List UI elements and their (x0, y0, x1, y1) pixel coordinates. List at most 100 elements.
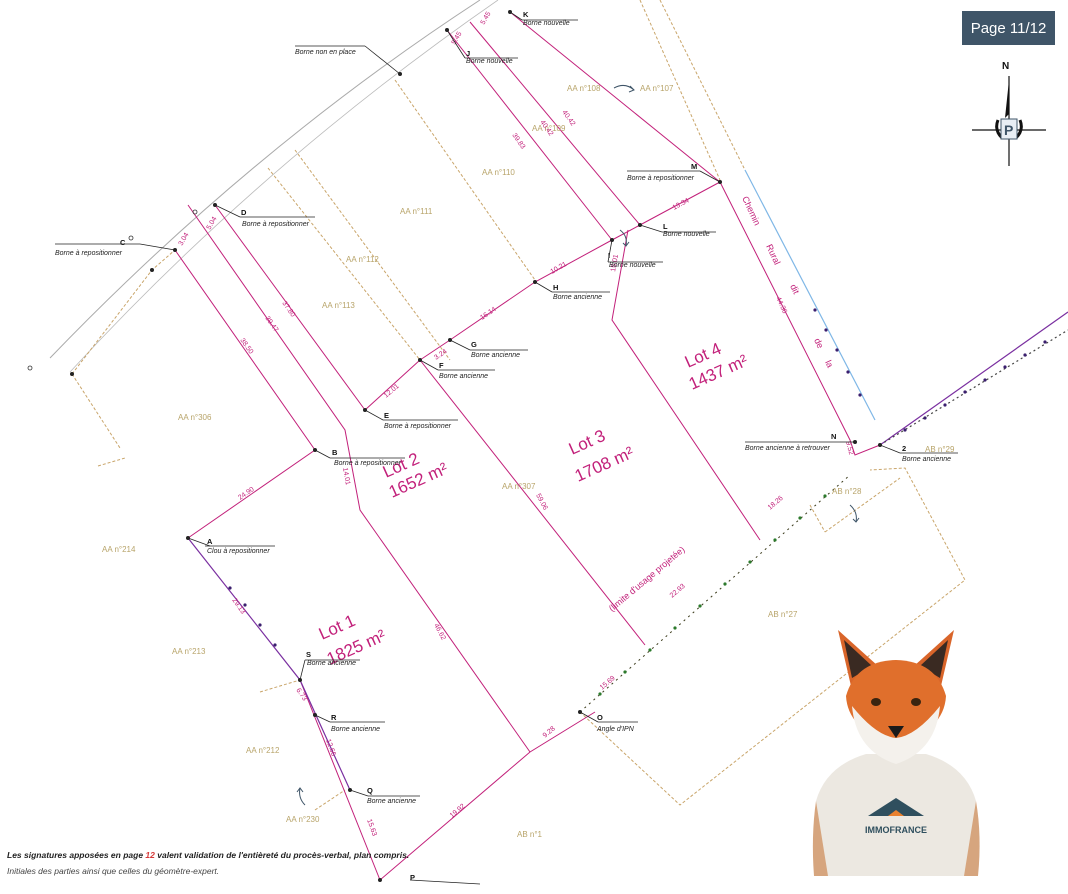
svg-text:B: B (332, 448, 338, 457)
svg-text:Borne ancienne: Borne ancienne (367, 798, 416, 805)
north-label: N (1002, 61, 1010, 72)
svg-text:O: O (597, 713, 603, 722)
svg-text:I: I (608, 251, 610, 260)
svg-text:Borne à repositionner: Borne à repositionner (384, 423, 452, 430)
footer-text: Les signatures apposées en page (7, 850, 146, 860)
svg-text:Borne nouvelle: Borne nouvelle (663, 231, 710, 238)
svg-text:6.73: 6.73 (294, 687, 308, 702)
svg-text:29.13: 29.13 (230, 597, 246, 615)
point-markers (70, 10, 882, 882)
parcel-label: AA n°107 (640, 84, 674, 93)
svg-text:13.34: 13.34 (672, 197, 691, 211)
footer-page-ref: 12 (145, 850, 155, 860)
boundary-dots (228, 308, 1047, 647)
svg-text:16.14: 16.14 (479, 306, 498, 322)
signature-note: Les signatures apposées en page 12 valen… (7, 850, 409, 860)
svg-text:9.52: 9.52 (844, 441, 854, 456)
svg-text:C: C (120, 238, 126, 247)
svg-text:3.04: 3.04 (178, 232, 191, 247)
point-letters: A B C D E F G H I J K L M N O P Q R S 2 (120, 10, 906, 882)
parcel-label: AA n°213 (172, 647, 206, 656)
lot-lines (174, 11, 881, 881)
svg-text:19.92: 19.92 (449, 803, 467, 820)
svg-text:39.47: 39.47 (263, 315, 279, 333)
svg-text:D: D (241, 208, 247, 217)
svg-text:Q: Q (367, 786, 373, 795)
svg-text:de: de (812, 337, 825, 350)
parcel-label: AA n°214 (102, 545, 136, 554)
svg-text:Borne nouvelle: Borne nouvelle (523, 20, 570, 27)
svg-text:L: L (663, 222, 668, 231)
svg-text:Borne à repositionner: Borne à repositionner (242, 221, 310, 228)
svg-text:24.90: 24.90 (237, 486, 256, 502)
parcel-label: AA n°110 (482, 168, 515, 177)
limite-dots (598, 494, 827, 696)
svg-text:5.04: 5.04 (206, 216, 219, 231)
svg-text:44.36: 44.36 (774, 296, 788, 315)
svg-text:18.26: 18.26 (767, 495, 785, 512)
svg-text:Borne ancienne: Borne ancienne (471, 352, 520, 359)
svg-text:S: S (306, 650, 311, 659)
svg-text:37.80: 37.80 (280, 300, 296, 318)
svg-text:H: H (553, 283, 558, 292)
svg-text:F: F (439, 361, 444, 370)
svg-text:G: G (471, 340, 477, 349)
road-name: Chemin Rural dit de la (740, 195, 835, 370)
svg-text:15.63: 15.63 (365, 818, 378, 837)
svg-text:Chemin: Chemin (740, 195, 762, 227)
parcel-label: AA n°112 (346, 255, 379, 264)
svg-text:R: R (331, 713, 337, 722)
svg-text:Borne à repositionner: Borne à repositionner (55, 250, 123, 257)
svg-text:M: M (691, 162, 697, 171)
road-edge-line (49, 0, 481, 359)
svg-text:22.93: 22.93 (669, 583, 687, 600)
compass-icon: N P (968, 58, 1050, 170)
arrow-icon (296, 84, 860, 806)
parcel-labels: AA n°306 AA n°214 AA n°213 AA n°212 AA n… (102, 84, 955, 839)
parcel-label: AB n°1 (517, 830, 543, 839)
svg-text:E: E (384, 411, 389, 420)
svg-text:Borne ancienne à retrouver: Borne ancienne à retrouver (745, 445, 830, 452)
svg-text:2: 2 (902, 444, 906, 453)
svg-text:Borne à repositionner: Borne à repositionner (334, 460, 402, 467)
fox-mascot-image: IMMOFRANCE (812, 630, 980, 876)
point-labels: Clou à repositionner Borne à repositionn… (55, 20, 951, 805)
parcel-label: AA n°109 (532, 124, 566, 133)
svg-text:Borne ancienne: Borne ancienne (902, 456, 951, 463)
svg-text:N: N (831, 432, 836, 441)
svg-text:10.21: 10.21 (550, 261, 569, 276)
svg-text:14.01: 14.01 (341, 467, 351, 486)
parcel-label: AA n°307 (502, 482, 536, 491)
svg-text:Borne nouvelle: Borne nouvelle (466, 58, 513, 65)
dimension-labels: 3.04 5.04 5.45 5.45 38.50 39.47 37.80 24… (178, 11, 855, 838)
svg-text:Angle d'IPN: Angle d'IPN (596, 726, 635, 733)
svg-text:Rural: Rural (764, 243, 782, 267)
parcel-label: AA n°111 (400, 207, 433, 216)
svg-text:A: A (207, 537, 213, 546)
svg-text:Clou à repositionner: Clou à repositionner (207, 548, 270, 555)
svg-text:la: la (823, 359, 835, 370)
svg-text:Borne à repositionner: Borne à repositionner (627, 175, 695, 182)
svg-text:59.06: 59.06 (534, 493, 548, 512)
svg-text:Borne ancienne: Borne ancienne (439, 373, 488, 380)
svg-text:39.83: 39.83 (510, 132, 526, 150)
svg-text:P: P (1004, 122, 1013, 138)
svg-text:Borne non en place: Borne non en place (295, 49, 356, 56)
footer-text: valent validation de l'entièreté du proc… (154, 850, 410, 860)
svg-text:J: J (466, 49, 470, 58)
page-indicator: Page 11/12 (962, 11, 1055, 45)
svg-text:12.01: 12.01 (383, 383, 401, 400)
parcel-label: AA n°212 (246, 746, 280, 755)
svg-text:46.62: 46.62 (432, 623, 446, 642)
mascot-shirt-text: IMMOFRANCE (865, 825, 927, 835)
parcel-label: AB n°28 (832, 487, 862, 496)
svg-text:12.66: 12.66 (324, 738, 337, 757)
svg-text:38.50: 38.50 (238, 337, 254, 355)
parcel-label: AA n°306 (178, 413, 212, 422)
road-edge-line (69, 0, 499, 373)
svg-text:Borne ancienne: Borne ancienne (307, 660, 356, 667)
svg-text:5.45: 5.45 (480, 11, 493, 26)
svg-text:K: K (523, 10, 529, 19)
svg-text:Borne ancienne: Borne ancienne (553, 294, 602, 301)
